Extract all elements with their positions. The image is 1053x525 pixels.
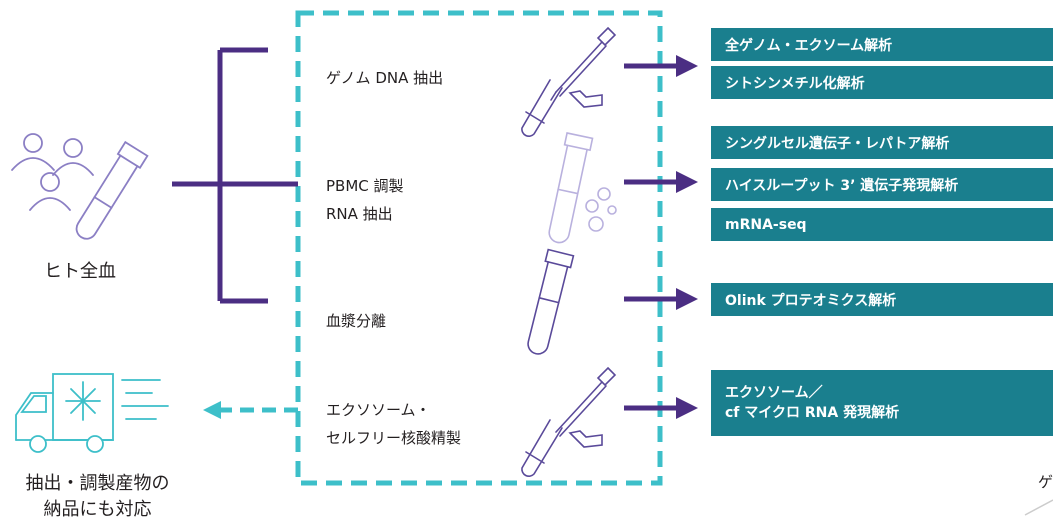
analysis-methylation: シトシンメチル化解析 xyxy=(711,66,1053,99)
step-plasma: 血漿分離 xyxy=(326,312,387,330)
arrow-plasma xyxy=(624,288,698,310)
arrow-exosome xyxy=(624,397,698,419)
step-pbmc-line1: PBMC 調製 xyxy=(326,177,404,195)
analysis-wgs-wes: 全ゲノム・エクソーム解析 xyxy=(711,28,1053,61)
bracket-connector xyxy=(172,47,298,304)
analysis-mrna-seq: mRNA-seq xyxy=(711,208,1053,241)
delivery-label-line2: 納品にも対応 xyxy=(43,499,152,520)
delivery-truck-icon xyxy=(15,373,169,453)
arrow-pbmc xyxy=(624,171,698,193)
edge-decoration-line xyxy=(1024,499,1053,516)
pipette-tube-icon-exosome xyxy=(521,366,617,478)
delivery-arrow xyxy=(203,401,298,419)
analysis-single-cell: シングルセル遺伝子・レパトア解析 xyxy=(711,126,1053,159)
tube-cells-icon-pbmc xyxy=(548,132,617,244)
source-label: ヒト全血 xyxy=(44,261,116,282)
process-dashed-box xyxy=(295,10,663,486)
people-tube-icon xyxy=(11,133,149,240)
analysis-exosome-line1: エクソソーム／ xyxy=(725,385,823,401)
edge-partial-text: ゲ xyxy=(1038,473,1053,491)
analysis-3prime-expression: ハイスループット 3’ 遺伝子発現解析 xyxy=(711,168,1053,201)
delivery-label-line1: 抽出・調製産物の xyxy=(25,473,170,494)
analysis-exosome-line2: cf マイクロ RNA 発現解析 xyxy=(725,405,900,421)
pipette-tube-icon-genomic xyxy=(521,26,617,138)
step-exosome-line1: エクソソーム・ xyxy=(326,401,431,419)
step-genomic-dna: ゲノム DNA 抽出 xyxy=(326,69,444,87)
step-pbmc-line2: RNA 抽出 xyxy=(326,205,393,223)
analysis-exosome-mirna: エクソソーム／ cf マイクロ RNA 発現解析 xyxy=(711,370,1053,436)
arrow-genomic xyxy=(624,55,698,77)
step-exosome-line2: セルフリー核酸精製 xyxy=(326,429,462,447)
tube-icon-plasma xyxy=(527,248,575,355)
analysis-olink: Olink プロテオミクス解析 xyxy=(711,283,1053,316)
